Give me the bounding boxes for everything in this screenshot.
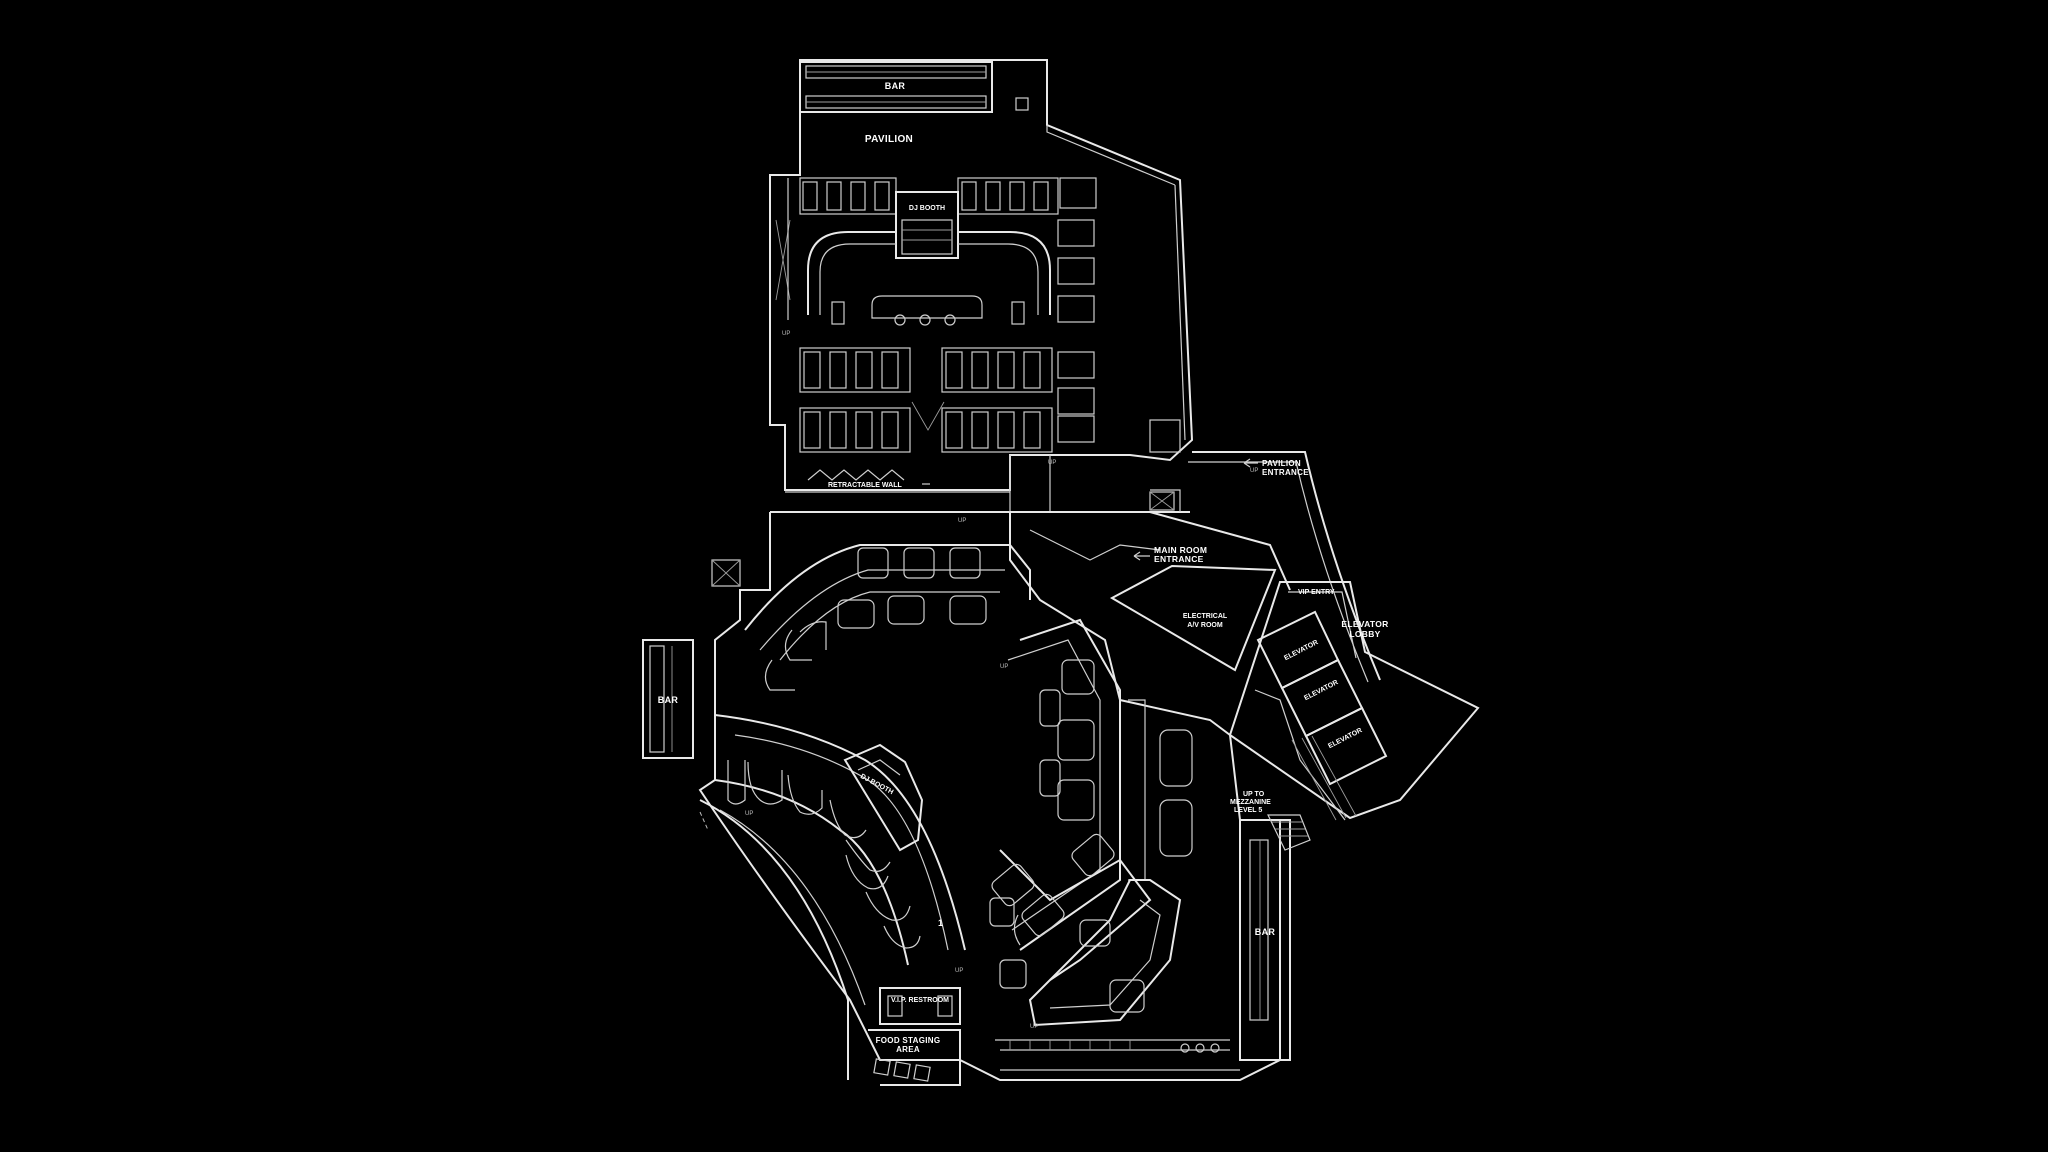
up-marker: UP [745,811,753,817]
main-room-entrance-label-2: ENTRANCE [1154,554,1204,564]
pavilion-booths-bottom [799,347,1053,453]
mezzanine-label-3: LEVEL 5 [1234,807,1262,814]
elevator-2-label: ELEVATOR [1303,679,1339,702]
electrical-label-1: ELECTRICAL [1183,613,1228,620]
dj-booth-main: DJ BOOTH [843,743,924,852]
main-booths-upper [744,544,1031,691]
bar-right-label: BAR [1255,927,1276,937]
elevator-1: ELEVATOR [1256,610,1340,690]
up-marker: UP [958,518,966,524]
retractable-wall-label: RETRACTABLE WALL [828,482,902,489]
main-booths-lower-right [989,833,1182,1027]
elevator-lobby-label-2: LOBBY [1349,629,1380,639]
up-marker: UP [1000,664,1008,670]
vip-restroom-label: V.I.P. RESTROOM [891,997,949,1004]
bar-left: BAR [642,639,694,759]
elevator-lobby: VIP ENTRY ELEVATOR LOBBY ELEVATOR ELEVAT… [1228,581,1480,821]
bar-left-label: BAR [658,695,679,705]
food-staging-label-1: FOOD STAGING [876,1036,941,1045]
up-markers: UP UP UP UP UP UP UP UP [745,331,1258,1030]
up-marker: UP [782,331,790,337]
dj-booth-top-label: DJ BOOTH [909,205,945,212]
bar-top-label: BAR [885,81,906,91]
mezzanine-label-2: MEZZANINE [1230,799,1271,806]
elevator-3-label: ELEVATOR [1327,727,1363,750]
main-dj-booth-area: DJ BOOTH 1 [714,714,966,966]
vip-entry-label: VIP ENTRY [1298,589,1335,596]
elevator-lobby-label-1: ELEVATOR [1341,619,1388,629]
bar-right: BAR [1239,819,1291,1061]
dj-booth-top: DJ BOOTH [895,191,959,259]
up-marker: UP [1030,1024,1038,1030]
mezzanine-stair: UP TO MEZZANINE LEVEL 5 [1230,791,1311,851]
pavilion-entrance: PAVILION ENTRANCE [1188,451,1381,683]
pavilion-booths-right [1057,219,1095,443]
main-booths-right [1007,618,1193,951]
pavilion-booths-top [799,177,1097,215]
pavilion-area: BAR PAVILION DJ BOOTH [769,59,1194,513]
electrical-av-room: ELECTRICAL A/V ROOM [1109,564,1277,672]
bar-top: BAR [799,61,993,113]
pavilion-entrance-label-2: ENTRANCE [1262,468,1309,477]
elevator-1-label: ELEVATOR [1283,639,1319,662]
up-marker: UP [955,968,963,974]
pavilion-entrance-label-1: PAVILION [1262,459,1301,468]
main-room: BAR [642,512,1281,1086]
food-staging-label-2: AREA [896,1045,920,1054]
main-room-entrance: MAIN ROOM ENTRANCE [1010,511,1291,591]
main-room-entrance-label-1: MAIN ROOM [1154,545,1207,555]
food-staging-area: V.I.P. RESTROOM FOOD STAGING AREA [699,799,961,1086]
electrical-label-2: A/V ROOM [1187,622,1223,629]
up-marker: UP [1048,460,1056,466]
up-marker: UP [1250,468,1258,474]
pavilion-label: PAVILION [865,134,913,145]
elevator-2: ELEVATOR [1280,658,1364,738]
marker-1-label: 1 [938,918,943,928]
mezzanine-label-1: UP TO [1243,791,1265,798]
